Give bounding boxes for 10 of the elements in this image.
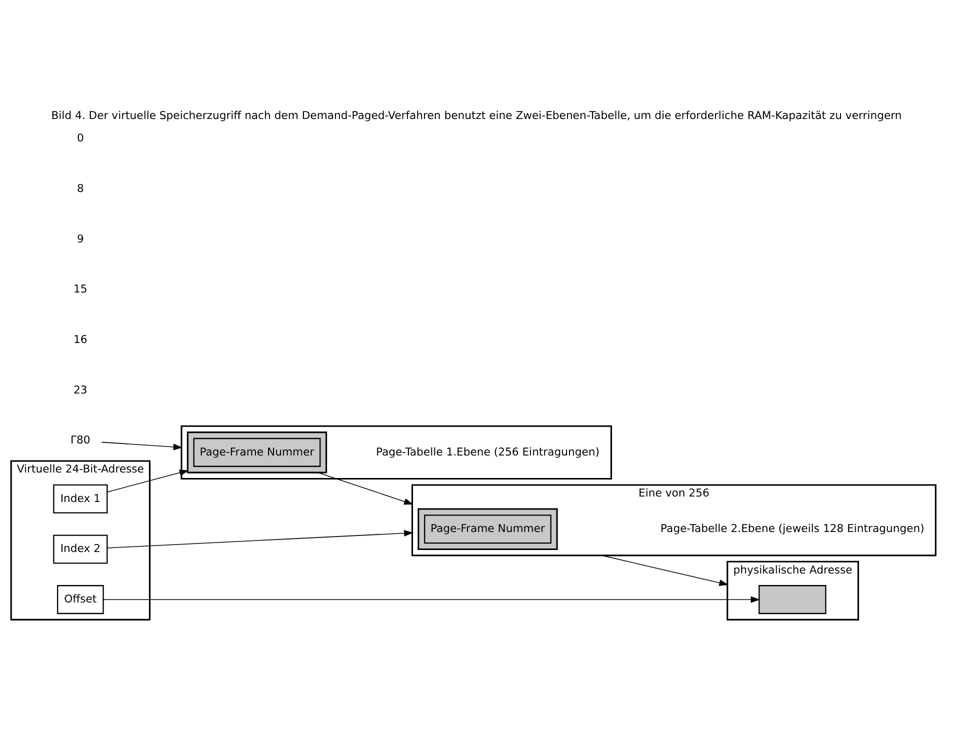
label: 9 xyxy=(76,232,84,246)
node-text: Γ80 xyxy=(70,434,90,447)
node-label: Page-Tabelle 1.Ebene (256 Eintragungen) xyxy=(376,445,600,458)
label: 16 xyxy=(74,333,88,346)
node-label: Page-Tabelle 2.Ebene (jeweils 128 Eintragungen) xyxy=(660,522,924,535)
label: 8 xyxy=(76,182,84,196)
label: 15 xyxy=(74,282,88,296)
label: 23 xyxy=(74,383,88,396)
diagram-title: Bild 4. Der virtuelle Speicherzugriff nach dem Demand-Paged-Verfahren benutzt eine Zwei-Ebenen-Tabelle, um die erforderliche RAM-Kapazität zu verringern xyxy=(51,108,902,122)
label: 0 xyxy=(76,132,84,145)
